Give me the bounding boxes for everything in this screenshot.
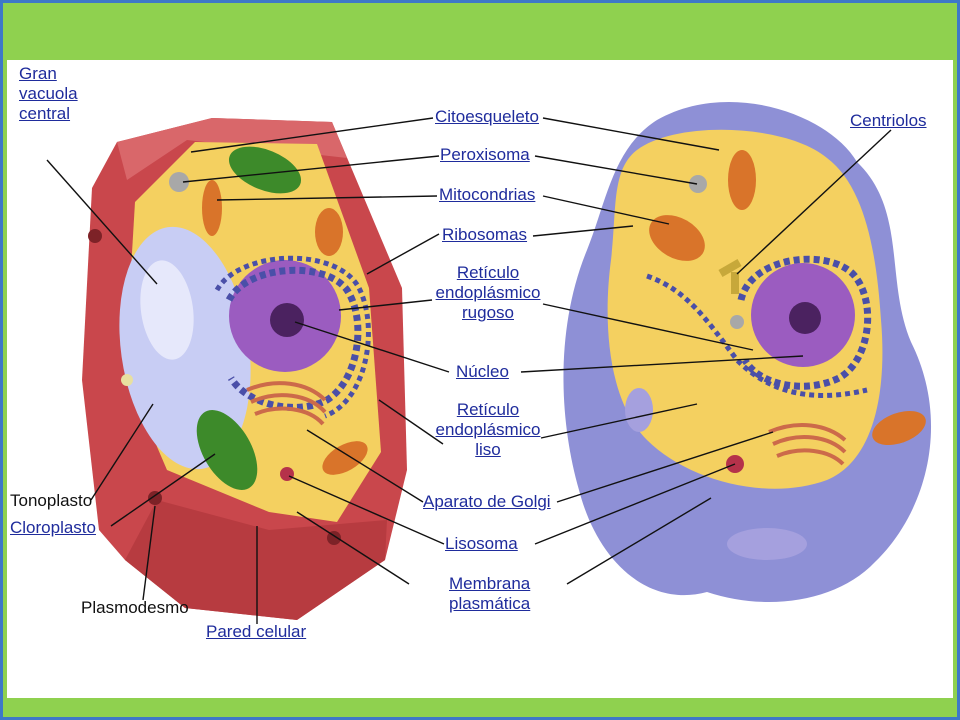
animal-golgi xyxy=(772,435,847,454)
animal-mitochondrion xyxy=(872,410,926,446)
label-citoesqueleto[interactable]: Citoesqueleto xyxy=(435,107,539,126)
label-centriolos[interactable]: Centriolos xyxy=(850,111,927,130)
label-gran-vacuola-central[interactable]: Gran vacuola central xyxy=(19,64,78,123)
plant-golgi xyxy=(246,381,327,402)
label-peroxisoma[interactable]: Peroxisoma xyxy=(440,145,530,164)
label-aparato-de-golgi[interactable]: Aparato de Golgi xyxy=(423,492,551,511)
chloroplast xyxy=(228,146,302,194)
animal-peroxisome xyxy=(689,175,707,193)
label-membrana-plasmatica[interactable]: Membrana plasmática xyxy=(449,574,531,613)
label-ribosomas[interactable]: Ribosomas xyxy=(442,225,528,244)
plant-lysosome xyxy=(280,467,294,481)
plant-golgi xyxy=(250,393,327,414)
animal-golgi xyxy=(776,448,845,466)
label-reticulo-endoplasmico-rugoso[interactable]: Retículo endoplásmico rugoso xyxy=(435,263,541,322)
animal-cell xyxy=(563,101,932,603)
plant-mitochondrion xyxy=(322,441,368,475)
leader-lines xyxy=(46,117,892,624)
animal-vesicle xyxy=(727,528,807,560)
plant-rough-er xyxy=(214,255,371,419)
diagram-panel: Gran vacuola central Citoesqueleto Perox… xyxy=(7,60,953,698)
chloroplast xyxy=(196,410,258,490)
plant-golgi xyxy=(254,406,325,426)
cell-wall-front xyxy=(125,500,387,620)
label-lisosoma[interactable]: Lisosoma xyxy=(445,534,518,553)
label-pared-celular[interactable]: Pared celular xyxy=(206,622,307,641)
label-mitocondrias[interactable]: Mitocondrias xyxy=(439,185,536,204)
label-tonoplasto: Tonoplasto xyxy=(10,491,93,510)
animal-nucleolus xyxy=(789,302,821,334)
animal-rough-er xyxy=(737,255,872,390)
plasmodesma-pore xyxy=(88,229,102,243)
plasmodesma-pore xyxy=(148,491,162,505)
plant-mitochondrion xyxy=(315,208,343,256)
plant-rough-er xyxy=(225,266,362,411)
label-reticulo-endoplasmico-liso[interactable]: Retículo endoplásmico liso xyxy=(435,400,541,459)
animal-mitochondrion xyxy=(728,150,756,210)
cell-wall-top xyxy=(117,118,347,180)
label-plasmodesmo: Plasmodesmo xyxy=(81,598,189,617)
cell-diagram xyxy=(46,101,932,624)
plant-nucleolus xyxy=(270,303,304,337)
animal-rough-er xyxy=(646,273,868,398)
plant-cell xyxy=(82,118,407,620)
animal-mitochondrion xyxy=(649,215,705,261)
label-nucleo[interactable]: Núcleo xyxy=(456,362,509,381)
vacuole-highlight xyxy=(140,260,194,360)
animal-peroxisome xyxy=(730,315,744,329)
plant-mitochondrion xyxy=(202,180,222,236)
centriole xyxy=(718,259,742,277)
animal-golgi xyxy=(768,423,847,442)
animal-vesicle xyxy=(625,388,653,432)
plant-peroxisome xyxy=(169,172,189,192)
centriole xyxy=(731,272,739,294)
plant-vesicle xyxy=(121,374,133,386)
label-cloroplasto[interactable]: Cloroplasto xyxy=(10,518,96,537)
plasmodesma-pore xyxy=(327,531,341,545)
